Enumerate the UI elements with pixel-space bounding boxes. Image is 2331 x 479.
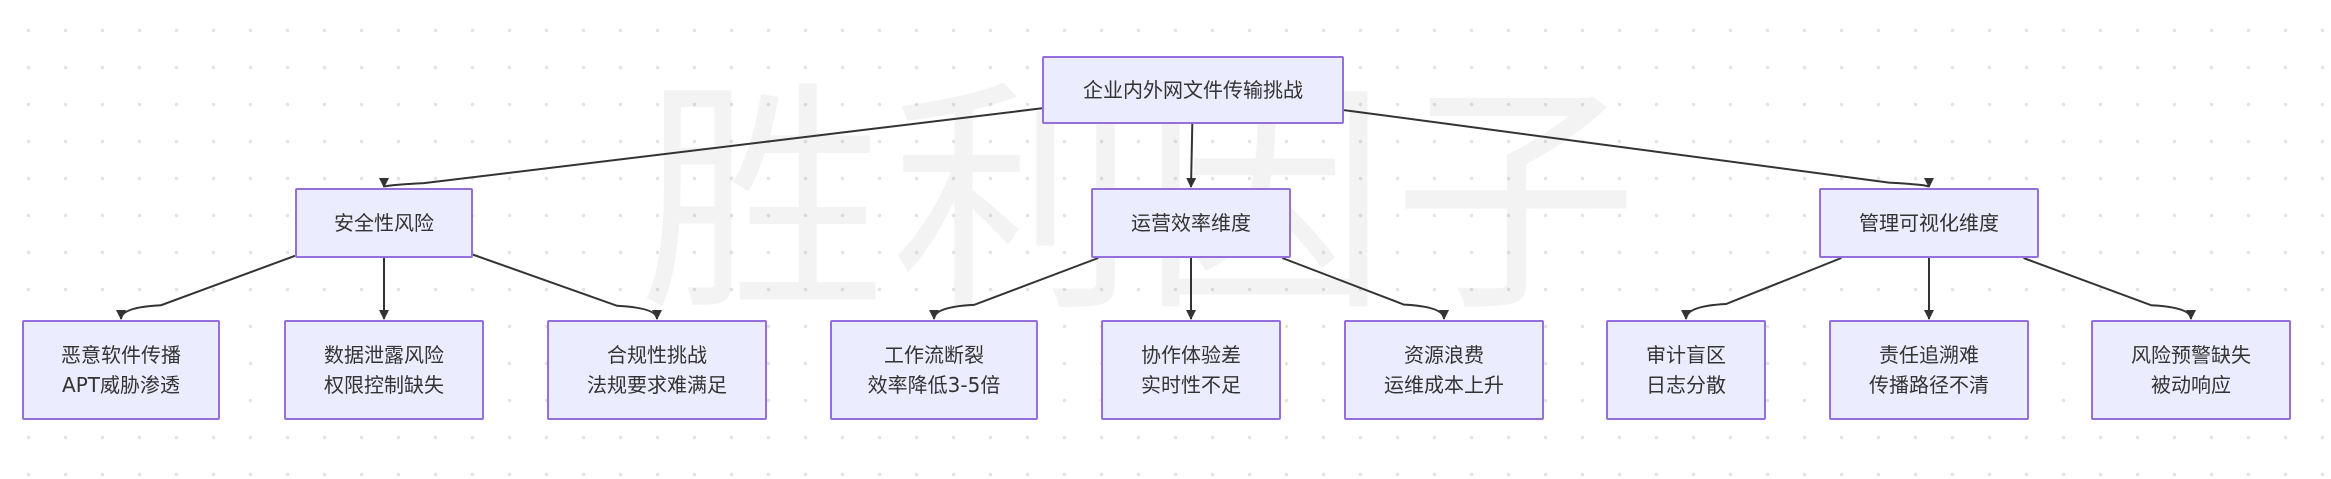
edge-root-to-visibility bbox=[1343, 109, 1934, 188]
node-leak-line-2: 权限控制缺失 bbox=[324, 373, 444, 397]
node-root-line-1: 企业内外网文件传输挑战 bbox=[1083, 78, 1303, 102]
edge-root-to-efficiency bbox=[1186, 123, 1197, 188]
node-visibility: 管理可视化维度 bbox=[1819, 188, 2039, 258]
node-malware: 恶意软件传播 APT威胁渗透 bbox=[22, 320, 220, 420]
node-visibility-line-1: 管理可视化维度 bbox=[1859, 211, 1999, 235]
node-compliance: 合规性挑战法规要求难满足 bbox=[547, 320, 767, 420]
edge-efficiency-to-workflow bbox=[929, 257, 1099, 320]
node-collab: 协作体验差实时性不足 bbox=[1101, 320, 1281, 420]
node-workflow-line-1: 工作流断裂 bbox=[884, 343, 984, 367]
node-security-line-1: 安全性风险 bbox=[334, 211, 434, 235]
edge-visibility-to-alert bbox=[2023, 257, 2196, 320]
node-waste-line-2: 运维成本上升 bbox=[1384, 373, 1504, 397]
node-leak: 数据泄露风险权限控制缺失 bbox=[284, 320, 484, 420]
edge-security-to-compliance bbox=[472, 253, 662, 320]
node-leak-line-1: 数据泄露风险 bbox=[324, 343, 444, 367]
node-waste: 资源浪费运维成本上升 bbox=[1344, 320, 1544, 420]
node-collab-line-2: 实时性不足 bbox=[1141, 373, 1241, 397]
node-security: 安全性风险 bbox=[295, 188, 473, 258]
node-audit: 审计盲区日志分散 bbox=[1606, 320, 1766, 420]
node-malware-line-2: APT威胁渗透 bbox=[62, 373, 180, 397]
node-workflow-line-2: 效率降低3-5倍 bbox=[867, 373, 1001, 397]
edge-security-to-malware bbox=[116, 254, 296, 320]
edge-efficiency-to-waste bbox=[1281, 257, 1449, 320]
node-alert-line-1: 风险预警缺失 bbox=[2131, 343, 2251, 367]
node-efficiency-line-1: 运营效率维度 bbox=[1131, 211, 1251, 235]
edge-visibility-to-audit bbox=[1681, 257, 1842, 320]
node-audit-line-2: 日志分散 bbox=[1646, 373, 1726, 397]
node-compliance-line-1: 合规性挑战 bbox=[607, 343, 707, 367]
node-efficiency: 运营效率维度 bbox=[1091, 188, 1291, 258]
node-workflow: 工作流断裂效率降低3-5倍 bbox=[830, 320, 1038, 420]
edge-root-to-security bbox=[379, 107, 1043, 188]
node-alert-line-2: 被动响应 bbox=[2151, 373, 2231, 397]
node-trace: 责任追溯难传播路径不清 bbox=[1829, 320, 2029, 420]
node-waste-line-1: 资源浪费 bbox=[1404, 343, 1484, 367]
node-compliance-line-2: 法规要求难满足 bbox=[587, 373, 727, 397]
node-alert: 风险预警缺失被动响应 bbox=[2091, 320, 2291, 420]
node-malware-line-1: 恶意软件传播 bbox=[61, 343, 181, 367]
node-collab-line-1: 协作体验差 bbox=[1141, 343, 1241, 367]
node-trace-line-1: 责任追溯难 bbox=[1879, 343, 1979, 367]
node-trace-line-2: 传播路径不清 bbox=[1869, 373, 1989, 397]
node-root: 企业内外网文件传输挑战 bbox=[1042, 56, 1344, 124]
node-audit-line-1: 审计盲区 bbox=[1646, 343, 1726, 367]
